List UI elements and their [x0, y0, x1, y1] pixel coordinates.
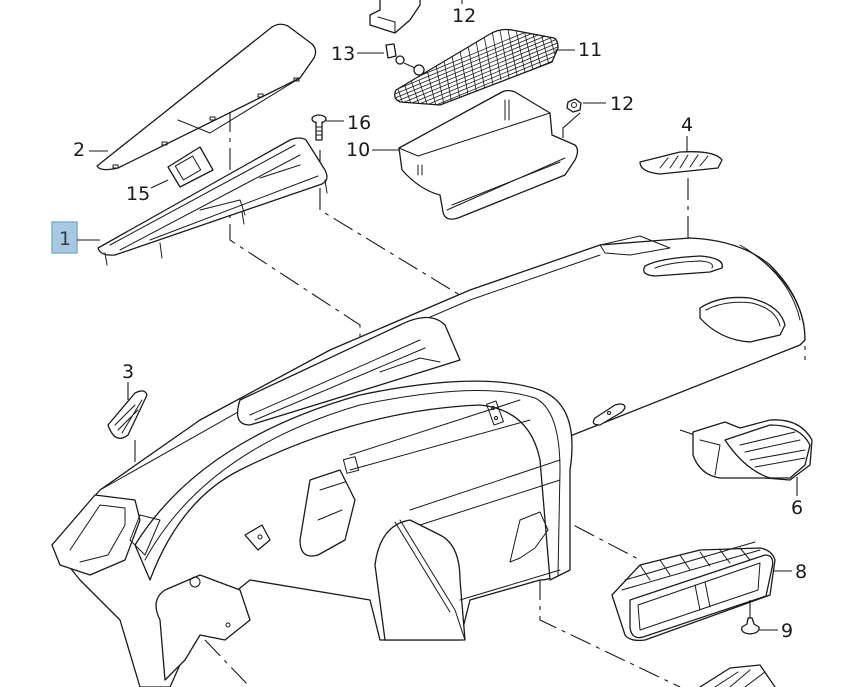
svg-text:1: 1	[59, 228, 71, 250]
callout-12-top[interactable]: 12	[452, 0, 476, 27]
callout-2[interactable]: 2	[73, 139, 108, 161]
part-bottom-vent-partial	[699, 664, 776, 687]
part-10-duct-housing[interactable]	[398, 89, 579, 220]
callouts: 1 2 3 4 6 8 9 10	[51, 0, 807, 642]
callout-12[interactable]: 12	[583, 93, 634, 115]
svg-text:15: 15	[126, 183, 150, 205]
part-top-bracket	[369, 0, 421, 34]
svg-text:13: 13	[331, 43, 355, 65]
part-6-right-vent[interactable]	[692, 419, 813, 481]
svg-text:8: 8	[795, 561, 807, 583]
part-1-trim-frame[interactable]	[97, 137, 328, 266]
svg-text:12: 12	[610, 93, 634, 115]
callout-4[interactable]: 4	[681, 114, 693, 152]
part-16-screw[interactable]	[311, 114, 327, 141]
callout-13[interactable]: 13	[331, 43, 384, 65]
callout-8[interactable]: 8	[773, 561, 807, 583]
callout-16[interactable]: 16	[326, 112, 371, 134]
part-9-clip[interactable]	[741, 600, 760, 635]
svg-text:3: 3	[122, 361, 134, 383]
dashboard-body[interactable]	[51, 235, 806, 687]
callout-6[interactable]: 6	[791, 477, 803, 519]
svg-text:6: 6	[791, 497, 803, 519]
callout-1[interactable]: 1	[51, 221, 100, 254]
part-8-center-vent[interactable]	[611, 541, 776, 642]
part-12-nut[interactable]	[562, 98, 582, 138]
callout-3[interactable]: 3	[122, 361, 134, 400]
callout-10[interactable]: 10	[346, 139, 399, 161]
part-15-switch[interactable]	[167, 146, 214, 188]
svg-text:10: 10	[346, 139, 370, 161]
part-3-side-vent[interactable]	[107, 390, 148, 439]
callout-9[interactable]: 9	[759, 620, 793, 642]
svg-text:16: 16	[347, 112, 371, 134]
svg-text:11: 11	[578, 39, 602, 61]
svg-text:2: 2	[73, 139, 85, 161]
svg-text:4: 4	[681, 114, 693, 136]
part-4-defroster-grille[interactable]	[639, 151, 723, 175]
svg-text:12: 12	[452, 5, 476, 27]
callout-11[interactable]: 11	[555, 39, 602, 61]
part-2-upper-trim[interactable]	[96, 23, 317, 171]
svg-text:9: 9	[781, 620, 793, 642]
callout-15[interactable]: 15	[126, 179, 169, 205]
part-13-connector[interactable]	[385, 43, 425, 76]
